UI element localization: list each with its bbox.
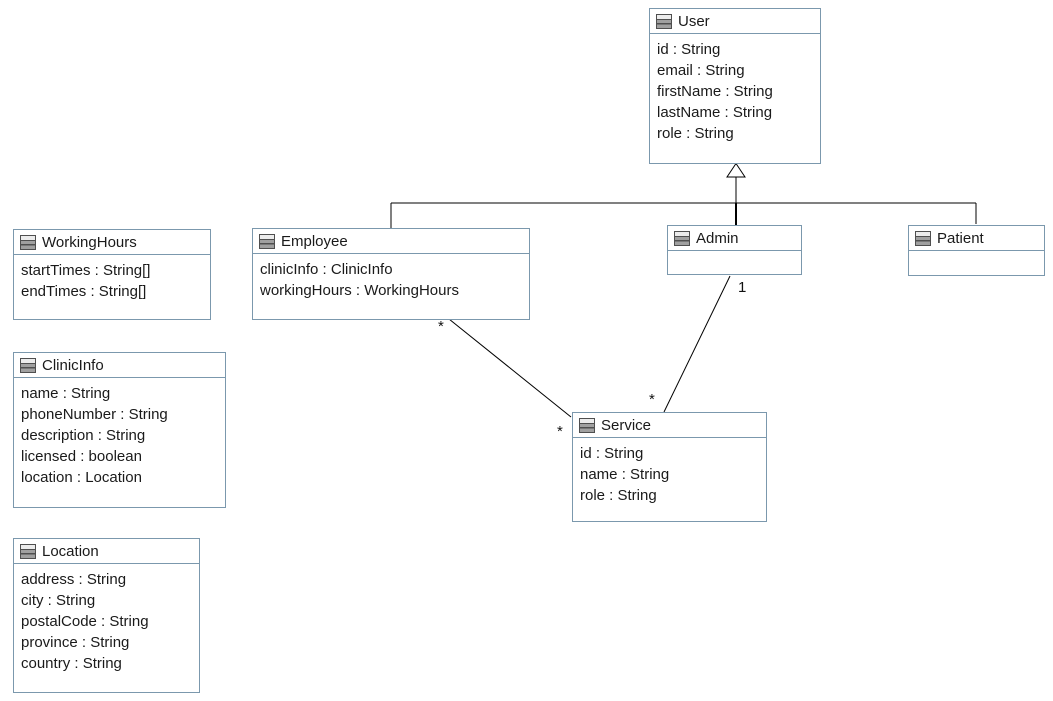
class-attribute: country : String xyxy=(21,655,122,672)
class-title: Admin xyxy=(696,229,739,247)
class-header: ClinicInfo xyxy=(14,353,225,378)
class-attribute: licensed : boolean xyxy=(21,448,142,465)
class-attribute: role : String xyxy=(580,487,657,504)
class-attribute: endTimes : String[] xyxy=(21,283,147,300)
class-header: Patient xyxy=(909,226,1044,251)
class-attribute: id : String xyxy=(580,445,644,462)
class-attribute: address : String xyxy=(21,571,127,588)
class-title: Location xyxy=(42,542,99,560)
class-attribute: name : String xyxy=(580,466,670,483)
multiplicity-service-end-employee: * xyxy=(557,423,563,440)
class-attributes xyxy=(668,251,801,256)
class-title: Patient xyxy=(937,229,984,247)
class-header: WorkingHours xyxy=(14,230,210,255)
class-attribute: lastName : String xyxy=(657,104,773,121)
association-employee-service[interactable] xyxy=(448,318,572,418)
class-box-location[interactable]: Location address : String city : String po… xyxy=(13,538,200,693)
class-icon xyxy=(20,234,36,250)
class-attributes: address : String city : String postalCode … xyxy=(14,564,199,674)
class-attribute: location : Location xyxy=(21,469,142,486)
class-box-employee[interactable]: Employee clinicInfo : ClinicInfo workingH… xyxy=(252,228,530,320)
class-attribute: email : String xyxy=(657,62,745,79)
class-box-clinicinfo[interactable]: ClinicInfo name : String phoneNumber : St… xyxy=(13,352,226,508)
class-box-user[interactable]: User id : String email : String firstName … xyxy=(649,8,821,164)
class-box-admin[interactable]: Admin xyxy=(667,225,802,275)
class-box-workinghours[interactable]: WorkingHours startTimes : String[] endTim… xyxy=(13,229,211,320)
class-header: Employee xyxy=(253,229,529,254)
class-attribute: clinicInfo : ClinicInfo xyxy=(260,261,393,278)
class-attribute: description : String xyxy=(21,427,146,444)
class-header: Admin xyxy=(668,226,801,251)
class-box-service[interactable]: Service id : String name : String role : S… xyxy=(572,412,767,522)
class-attributes: startTimes : String[] endTimes : String[] xyxy=(14,255,210,302)
generalization-arrow-icon xyxy=(726,162,746,178)
class-attributes: name : String phoneNumber : String descrip… xyxy=(14,378,225,488)
class-attribute: province : String xyxy=(21,634,130,651)
class-title: Service xyxy=(601,416,652,434)
class-icon xyxy=(915,230,931,246)
class-attributes xyxy=(909,251,1044,256)
class-attribute: phoneNumber : String xyxy=(21,406,168,423)
class-attributes: id : String name : String role : String xyxy=(573,438,766,506)
class-header: Location xyxy=(14,539,199,564)
class-icon xyxy=(656,13,672,29)
class-attributes: id : String email : String firstName : Str… xyxy=(650,34,820,144)
class-icon xyxy=(259,233,275,249)
class-attribute: firstName : String xyxy=(657,83,773,100)
class-attribute: startTimes : String[] xyxy=(21,262,151,279)
class-box-patient[interactable]: Patient xyxy=(908,225,1045,276)
association-admin-service[interactable] xyxy=(663,275,731,413)
class-title: WorkingHours xyxy=(42,233,137,251)
class-attribute: role : String xyxy=(657,125,734,142)
class-attribute: city : String xyxy=(21,592,96,609)
class-icon xyxy=(20,543,36,559)
class-attribute: name : String xyxy=(21,385,111,402)
class-icon xyxy=(579,417,595,433)
multiplicity-service-end-admin: * xyxy=(649,391,655,408)
class-attribute: workingHours : WorkingHours xyxy=(260,282,459,299)
multiplicity-admin-end: 1 xyxy=(738,279,747,296)
class-title: User xyxy=(678,12,710,30)
class-header: User xyxy=(650,9,820,34)
class-icon xyxy=(674,230,690,246)
class-attribute: postalCode : String xyxy=(21,613,149,630)
multiplicity-employee-end: * xyxy=(438,318,444,335)
class-attribute: id : String xyxy=(657,41,721,58)
class-attributes: clinicInfo : ClinicInfo workingHours : Wo… xyxy=(253,254,529,301)
class-title: Employee xyxy=(281,232,348,250)
class-header: Service xyxy=(573,413,766,438)
class-title: ClinicInfo xyxy=(42,356,104,374)
class-icon xyxy=(20,357,36,373)
